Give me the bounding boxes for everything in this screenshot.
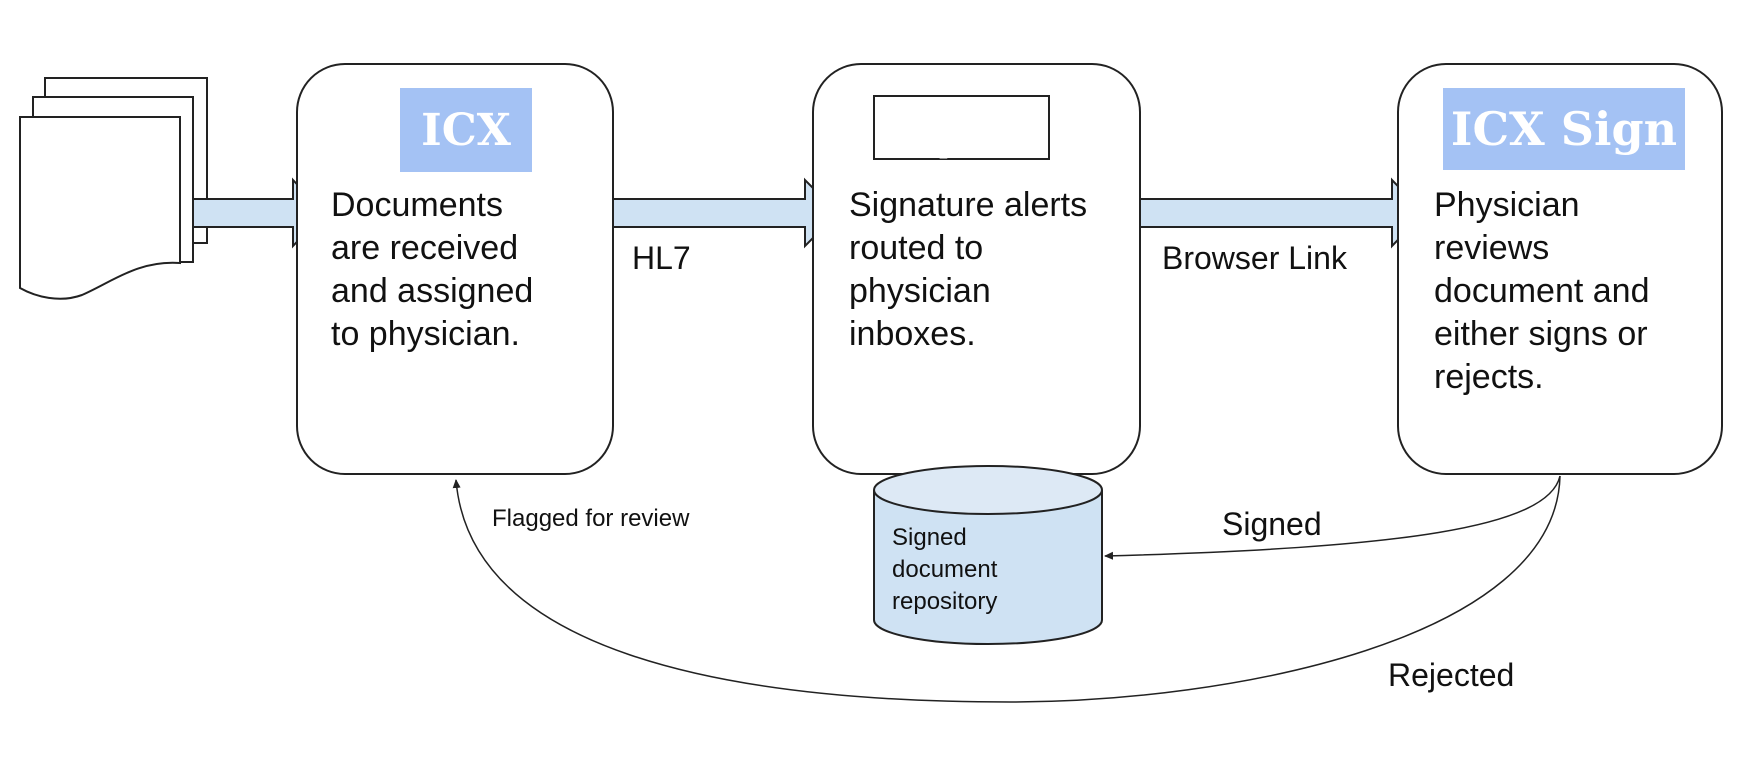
repository-text-line: repository [892, 588, 998, 615]
icx-logo-bg [400, 88, 532, 172]
epic-text-line: Signature alerts [849, 186, 1088, 224]
repository-text-line: document [892, 556, 998, 583]
hl7-label: HL7 [632, 240, 691, 276]
icx-text-line: Documents [331, 186, 503, 224]
icx-sign-text-line: either signs or [1434, 315, 1648, 353]
rejected-connector [452, 475, 1561, 703]
repository-label: Signed document repository [892, 522, 997, 618]
epic-text-line: physician [849, 272, 991, 310]
icx-text-line: to physician. [331, 315, 520, 353]
icx-sign-text-line: rejects. [1434, 358, 1544, 396]
document-stack-icon [19, 77, 208, 300]
browser-link-arrow [1139, 177, 1426, 249]
epic-box-text: Signature alerts routed to physician inb… [849, 184, 1087, 356]
icx-text-line: and assigned [331, 272, 534, 310]
epic-text-line: routed to [849, 229, 984, 267]
icx-sign-logo-bg [1443, 88, 1685, 170]
browser-link-label: Browser Link [1162, 240, 1347, 276]
icx-sign-text-line: document and [1434, 272, 1650, 310]
icx-box-text: Documents are received and assigned to p… [331, 184, 533, 356]
icx-sign-text-line: reviews [1434, 229, 1550, 267]
icx-box [296, 63, 614, 475]
epic-logo: Epic [873, 95, 1050, 160]
hl7-arrow [612, 177, 840, 249]
icx-logo: ICX [421, 104, 511, 156]
epic-text-line: inboxes. [849, 315, 976, 353]
signed-connector [1104, 475, 1561, 560]
repository-text-line: Signed [892, 524, 967, 551]
signed-label: Signed [1222, 506, 1322, 542]
flagged-for-review-label: Flagged for review [492, 505, 690, 532]
repository-cylinder [873, 465, 1103, 645]
icx-text-line: are received [331, 229, 519, 267]
rejected-label: Rejected [1388, 657, 1515, 693]
icx-sign-text-line: Physician [1434, 186, 1580, 224]
icx-sign-box-text: Physician reviews document and either si… [1434, 184, 1650, 399]
icx-sign-logo: ICX Sign [1450, 102, 1678, 156]
